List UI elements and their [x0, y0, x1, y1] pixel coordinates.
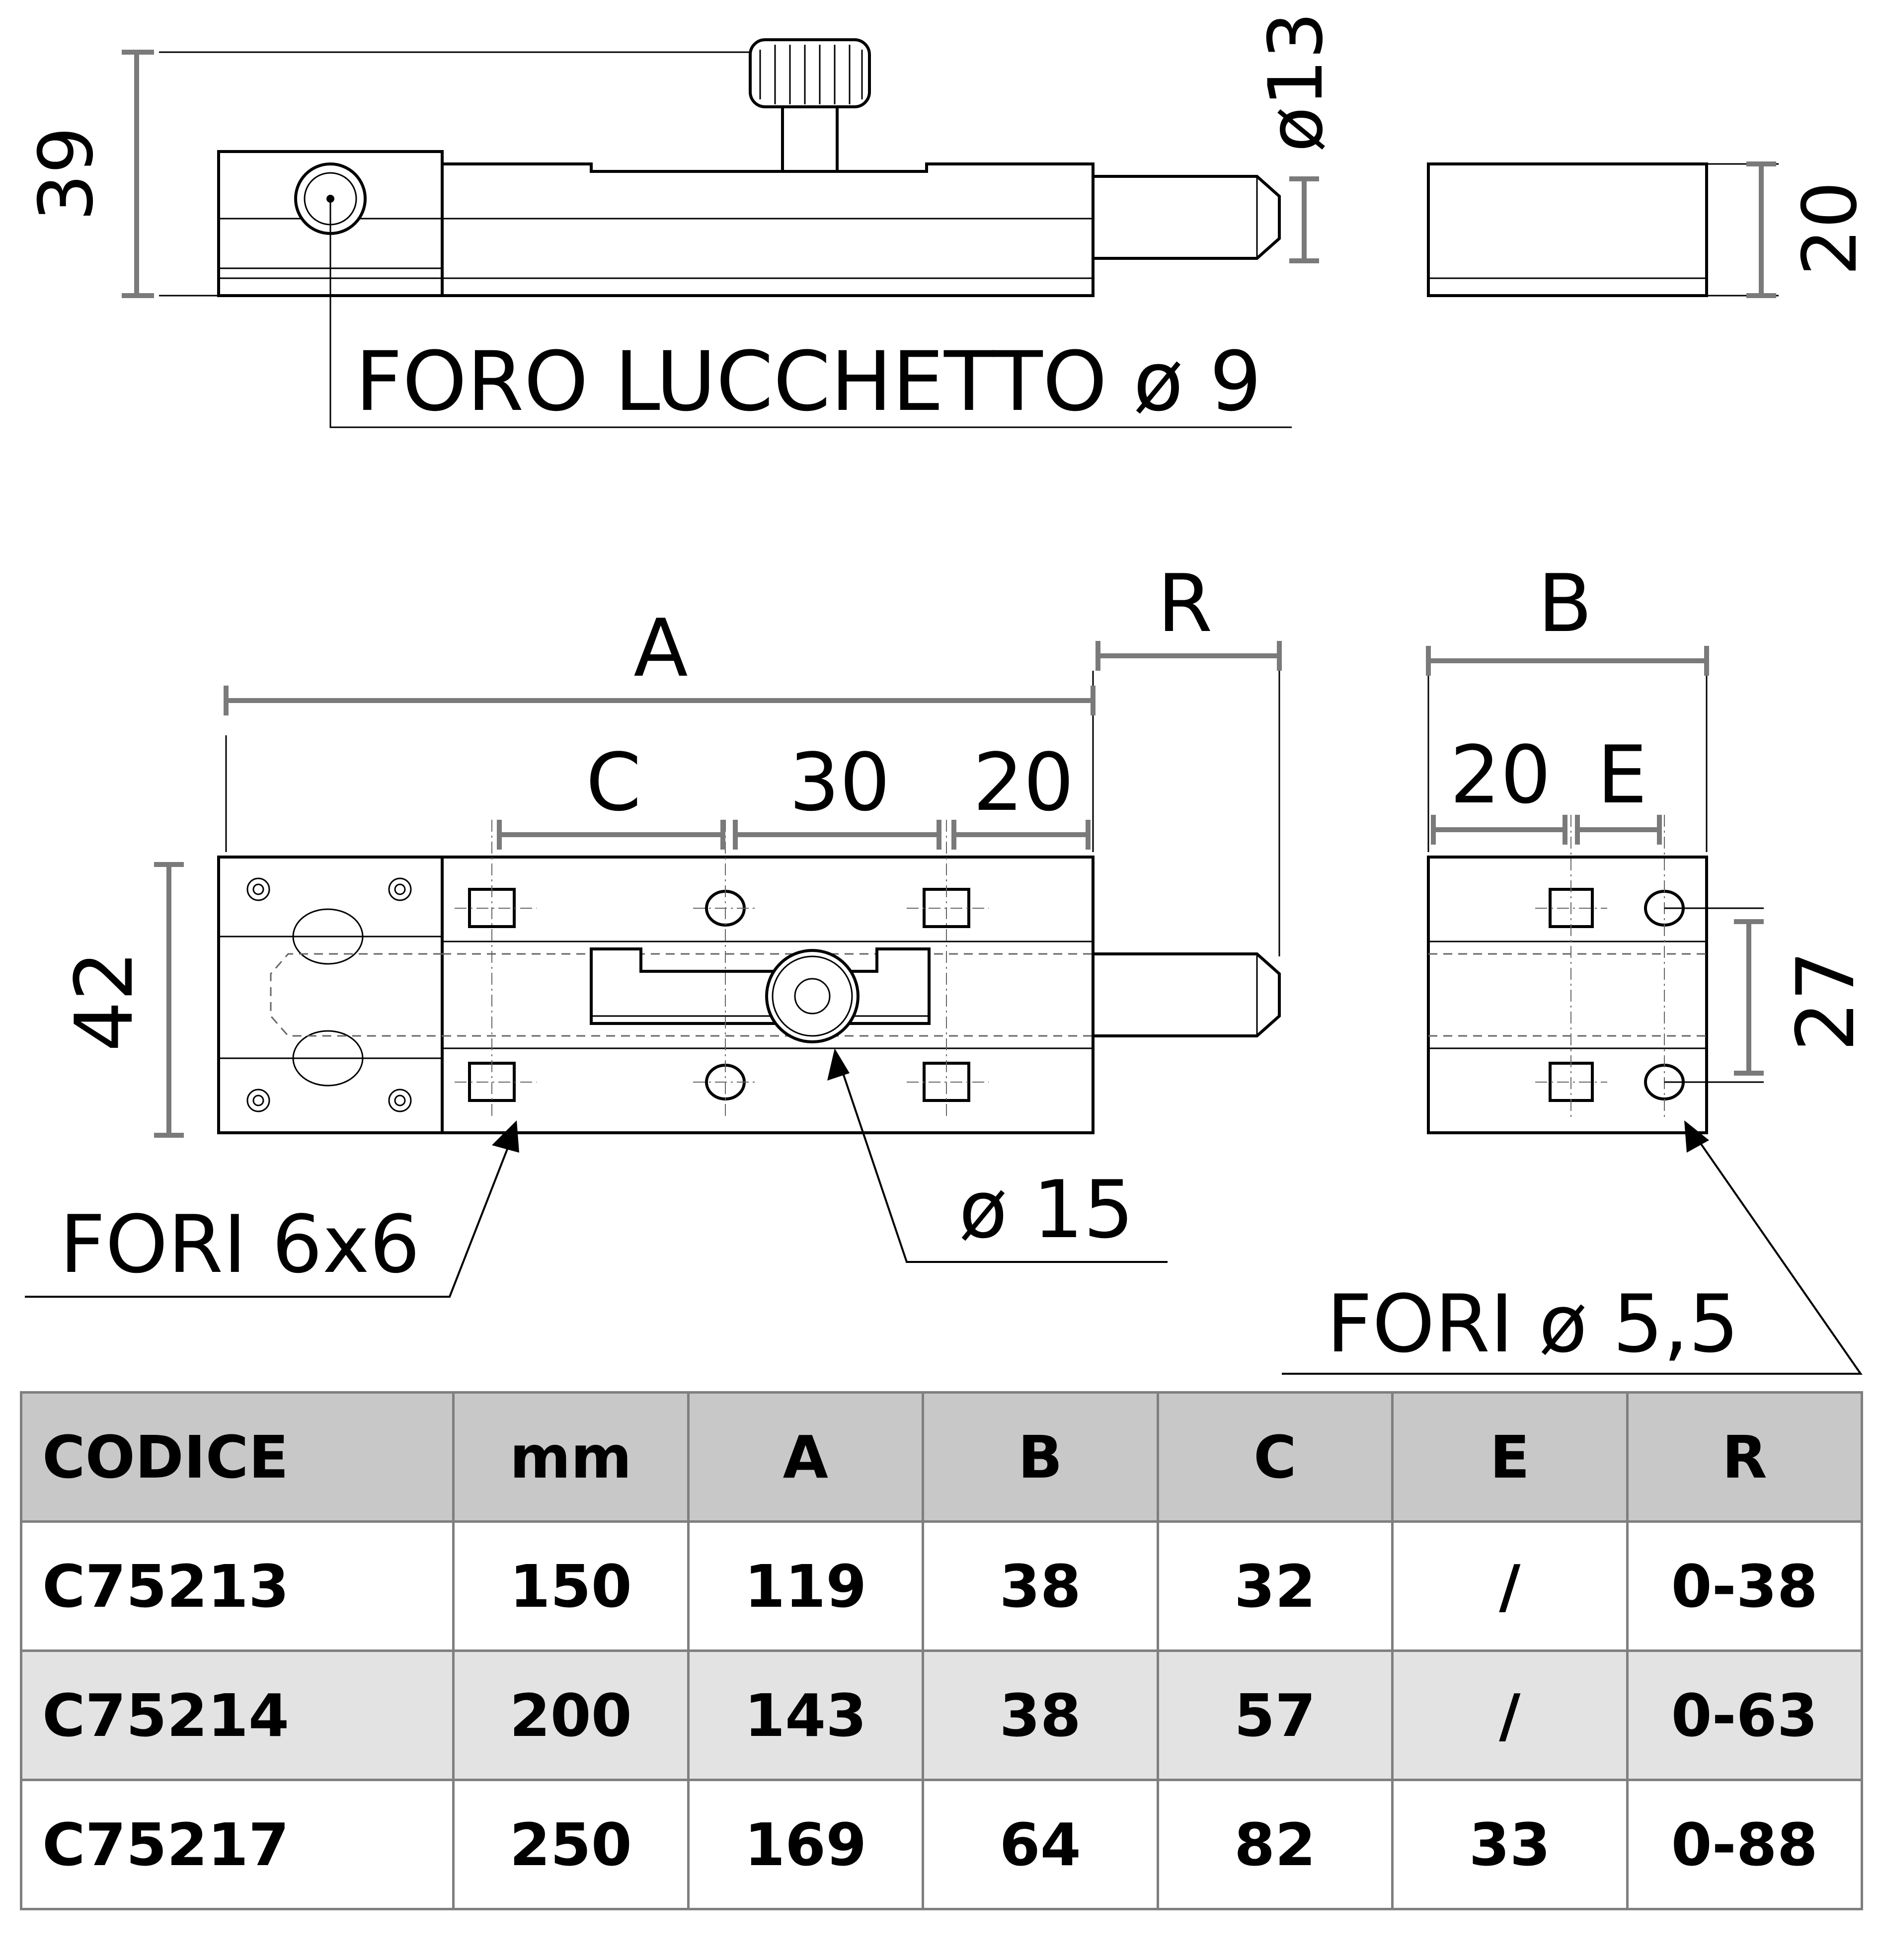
table-cell: / — [1391, 1649, 1629, 1781]
table-cell: 143 — [687, 1649, 924, 1781]
dim-27-label: 27 — [1779, 950, 1872, 1052]
table-cell: 33 — [1391, 1779, 1629, 1910]
dim-C-label: C — [586, 736, 641, 829]
keeper-side-view: 20 — [1427, 161, 1874, 298]
specification-table: CODICE mm A B C E R C75213 150 119 38 32… — [20, 1391, 1863, 1910]
dim-E-label: E — [1597, 728, 1647, 821]
header-r: R — [1626, 1391, 1863, 1523]
table-cell: 38 — [922, 1520, 1159, 1652]
table-cell: / — [1391, 1520, 1629, 1652]
table-row: C75213 150 119 38 32 / 0-38 — [20, 1520, 1863, 1652]
table-cell: 64 — [922, 1779, 1159, 1910]
table-cell: 57 — [1156, 1649, 1394, 1781]
header-a: A — [687, 1391, 924, 1523]
table-cell: C75217 — [20, 1779, 455, 1910]
table-cell: 0-63 — [1626, 1649, 1863, 1781]
header-c: C — [1156, 1391, 1394, 1523]
dim-20-keeper-label: 20 — [1787, 181, 1874, 276]
table-cell: 0-88 — [1626, 1779, 1863, 1910]
square-holes-label: FORI 6x6 — [60, 1198, 420, 1291]
round-holes-label: FORI ø 5,5 — [1327, 1277, 1739, 1370]
table-cell: 0-38 — [1626, 1520, 1863, 1652]
table-cell: 250 — [452, 1779, 690, 1910]
table-row: C75217 250 169 64 82 33 0-88 — [20, 1779, 1863, 1910]
table-cell: 200 — [452, 1649, 690, 1781]
front-pin — [1092, 952, 1281, 1037]
dim-A-label: A — [633, 602, 688, 695]
padlock-hole-label: FORO LUCCHETTO ø 9 — [355, 334, 1261, 429]
knob-top-view — [765, 949, 860, 1043]
knob-stem — [781, 100, 839, 173]
dim-30-label: 30 — [789, 736, 890, 829]
table-row: C75214 200 143 38 57 / 0-63 — [20, 1649, 1863, 1781]
header-e: E — [1391, 1391, 1629, 1523]
dim-keeper-20-label: 20 — [1450, 728, 1551, 821]
dim-pin-label: ø13 — [1253, 12, 1339, 153]
table-header-row: CODICE mm A B C E R — [20, 1391, 1863, 1523]
table-cell: 150 — [452, 1520, 690, 1652]
table-cell: 82 — [1156, 1779, 1394, 1910]
bolt-pin — [1092, 175, 1281, 260]
front-view: A R C 30 20 42 ø 15 FORI 6x6 — [25, 557, 1282, 1298]
table-cell: C75214 — [20, 1649, 455, 1781]
table-cell: 32 — [1156, 1520, 1394, 1652]
knob-top — [749, 38, 871, 108]
bolt-channel — [441, 162, 1095, 297]
dim-42-label: 42 — [58, 950, 151, 1052]
dim-39-label: 39 — [23, 127, 110, 222]
table-cell: 119 — [687, 1520, 924, 1652]
header-b: B — [922, 1391, 1159, 1523]
dim-R-label: R — [1157, 557, 1212, 650]
table-cell: 38 — [922, 1649, 1159, 1781]
table-cell: 169 — [687, 1779, 924, 1910]
table-cell: C75213 — [20, 1520, 455, 1652]
knob-leader-arrow — [827, 1048, 850, 1081]
dim-B-label: B — [1538, 557, 1592, 650]
keeper-front-view: B 20 E 27 FORI ø 5,5 — [1282, 557, 1872, 1375]
knob-diameter-label: ø 15 — [959, 1163, 1134, 1256]
dim-20-label: 20 — [973, 736, 1074, 829]
top-view: 39 ø13 FORO LUCCHETTO ø 9 — [23, 12, 1339, 429]
keeper-side-body — [1427, 162, 1708, 297]
front-left-block — [217, 856, 444, 1134]
round-holes-leader-arrow — [1684, 1120, 1709, 1153]
header-mm: mm — [452, 1391, 690, 1523]
header-codice: CODICE — [20, 1391, 455, 1523]
square-holes-leader-arrow — [492, 1120, 519, 1153]
